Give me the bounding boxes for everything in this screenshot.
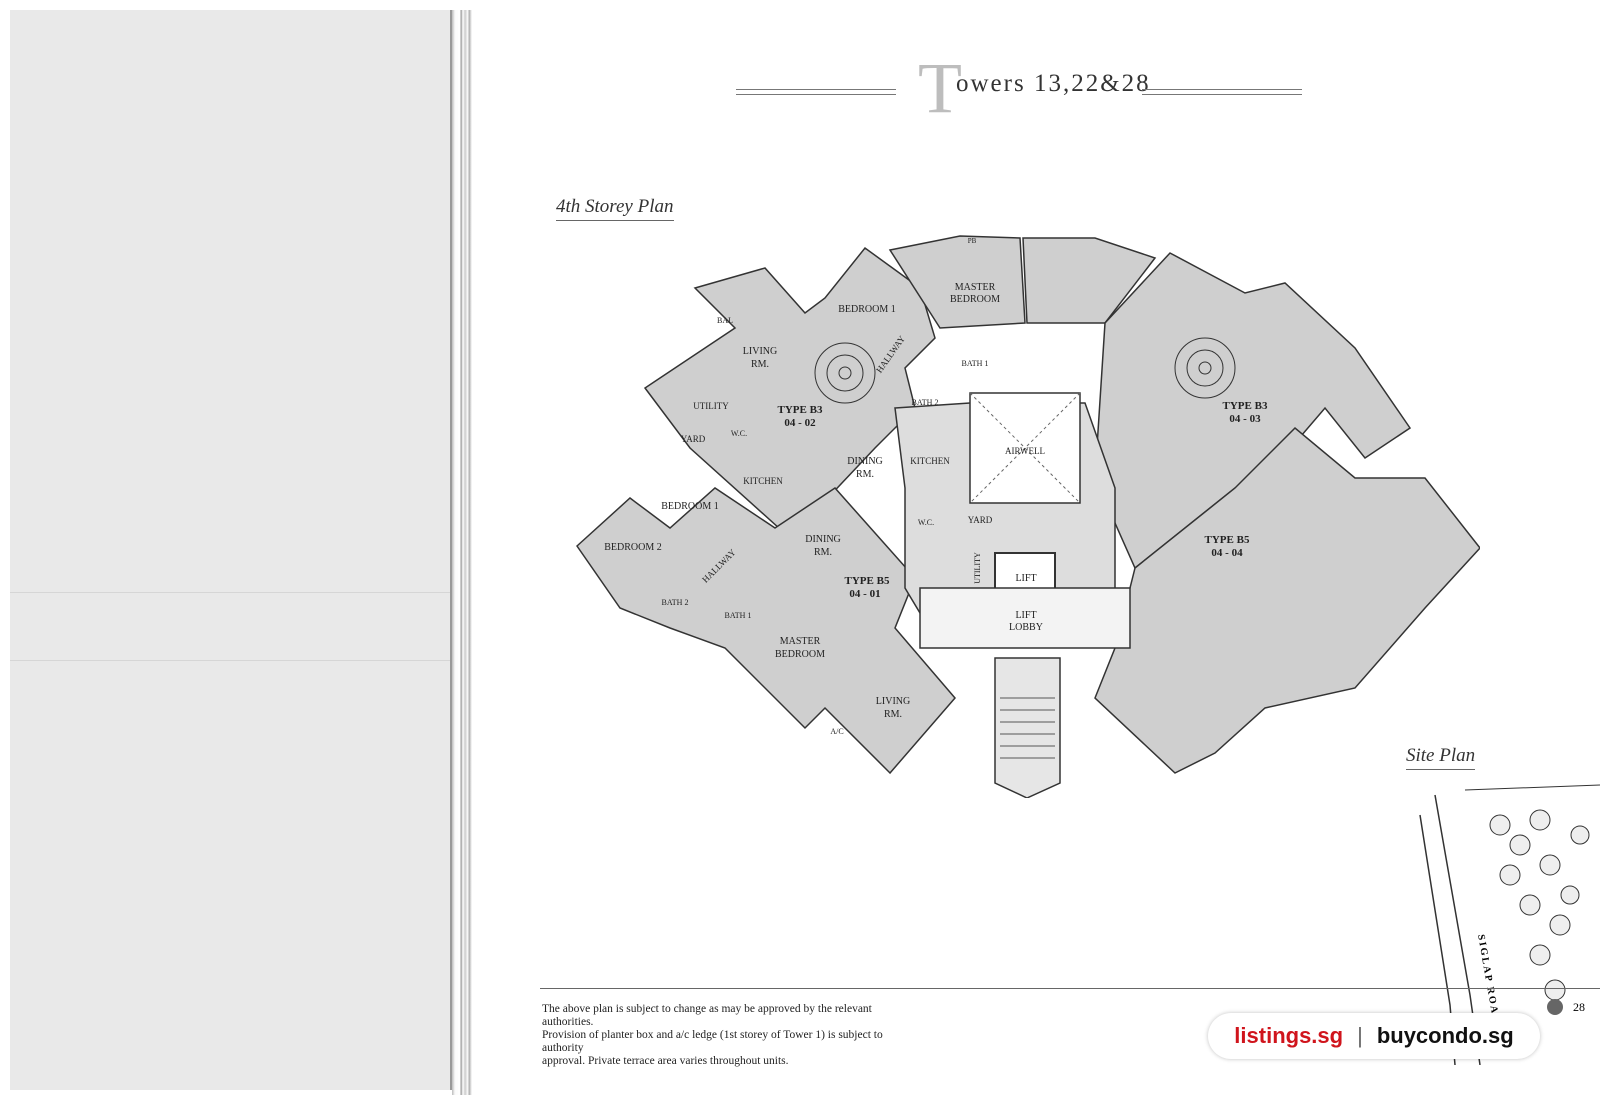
label-bath1: BATH 1 [962,359,989,368]
disclaimer-line: approval. Private terrace area varies th… [542,1055,789,1067]
disclaimer-line: The above plan is subject to change as m… [542,1003,872,1028]
label-unit-0402: 04 - 02 [784,417,816,429]
label-type-b3-left: TYPE B3 [778,404,823,416]
page-crease [10,660,450,661]
label-type-b3-right: TYPE B3 [1223,400,1268,412]
unit-b5-right [1094,426,1480,774]
unit-master-left [888,235,1026,329]
unit-master-right [1022,237,1157,324]
label-b5-dining-2: RM. [814,547,832,558]
label-lift-lobby: LIFT [1015,610,1036,621]
floor-plan-drawing: BEDROOM 1 MASTER BEDROOM LIVING RM. BAL … [576,235,1480,798]
unit-b3-left [643,246,936,540]
label-b5-bedroom1: BEDROOM 1 [661,501,719,512]
label-utility: UTILITY [693,401,729,411]
label-airwell: AIRWELL [1005,446,1045,456]
label-unit-0403: 04 - 03 [1229,413,1261,425]
tower-28-marker [1547,999,1563,1015]
label-siglap-road: SIGLAP ROAD [1475,934,1502,1025]
label-wc: W.C. [731,429,747,438]
label-dining: DINING [847,456,883,467]
stair-tower [994,657,1061,798]
label-b5-living: LIVING [876,696,910,707]
label-living-2: RM. [751,359,769,370]
title-rule-right [1142,89,1302,95]
label-core-yard: YARD [968,515,993,525]
label-master: MASTER [955,282,996,293]
spiral-stair-right [1174,337,1236,399]
label-b5-master-2: BEDROOM [775,649,825,660]
floor-plan-label: 4th Storey Plan [556,196,674,223]
label-lift: LIFT [1015,573,1036,584]
label-unit-0404: 04 - 04 [1211,547,1243,559]
title-initial: T [918,48,962,128]
label-lift-lobby-2: LOBBY [1009,622,1043,633]
label-core-wc: W.C. [918,518,934,527]
label-type-b5-right: TYPE B5 [1205,534,1250,546]
label-b5-dining: DINING [805,534,841,545]
site-plan-drawing: SIGLAP ROAD 28 [1419,784,1600,1065]
site-plan-label: Site Plan [1406,745,1476,772]
disclaimer: The above plan is subject to change as m… [542,1003,922,1068]
label-b5-master: MASTER [780,636,821,647]
label-pb: PB [968,237,977,245]
unit-b5-left [576,487,956,775]
book-spine [452,10,478,1095]
label-core-utility: UTILITY [973,552,982,584]
label-type-b5-left: TYPE B5 [845,575,890,587]
spiral-stair-left [814,342,876,404]
label-kitchen: KITCHEN [743,476,783,486]
label-bath2: BATH 2 [912,398,939,407]
watermark-buycondo-link[interactable]: buycondo.sg [1376,1023,1514,1048]
label-b5-bath1: BATH 1 [725,611,752,620]
watermark-badge[interactable]: listings.sg | buycondo.sg [1208,1013,1540,1059]
label-unit-0401: 04 - 01 [849,588,880,600]
label-bedroom1: BEDROOM 1 [838,304,896,315]
label-b5-living-2: RM. [884,709,902,720]
watermark-listings-link[interactable]: listings.sg [1234,1023,1344,1048]
label-b5-bedroom2: BEDROOM 2 [604,542,662,553]
left-blank-page [10,10,452,1090]
label-yard: YARD [681,434,706,444]
title-rule-left [736,89,896,95]
label-bal: BAL [717,316,733,325]
watermark-separator: | [1357,1023,1363,1048]
label-living: LIVING [743,346,777,357]
label-core-kitchen: KITCHEN [910,456,950,466]
label-tower-28: 28 [1573,1000,1585,1014]
disclaimer-line: Provision of planter box and a/c ledge (… [542,1029,883,1054]
page-crease [10,592,450,593]
label-ac: A/C [830,727,843,736]
label-dining-2: RM. [856,469,874,480]
page-title: T owers 13,22&28 [736,48,1340,132]
label-master-2: BEDROOM [950,294,1000,305]
footer-rule [540,988,1600,992]
lift-lobby [919,587,1131,649]
title-text: owers 13,22&28 [956,70,1151,97]
label-b5-bath2: BATH 2 [662,598,689,607]
